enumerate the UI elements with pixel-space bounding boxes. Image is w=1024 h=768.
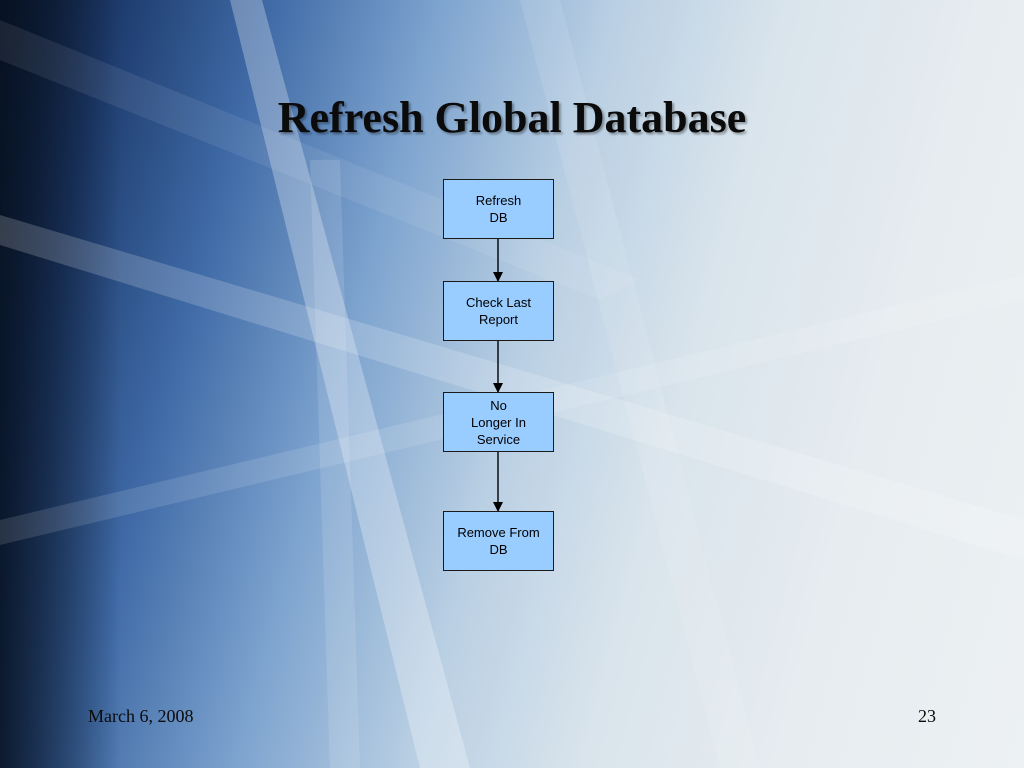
- footer-date: March 6, 2008: [88, 706, 194, 726]
- node-remove-from-db: Remove From DB: [443, 511, 554, 571]
- node-no-longer-in-service: No Longer In Service: [443, 392, 554, 452]
- node-check-last-report: Check Last Report: [443, 281, 554, 341]
- node-refresh-db: Refresh DB: [443, 179, 554, 239]
- slide-title: Refresh Global Database: [277, 93, 747, 142]
- page-number: 23: [918, 706, 936, 726]
